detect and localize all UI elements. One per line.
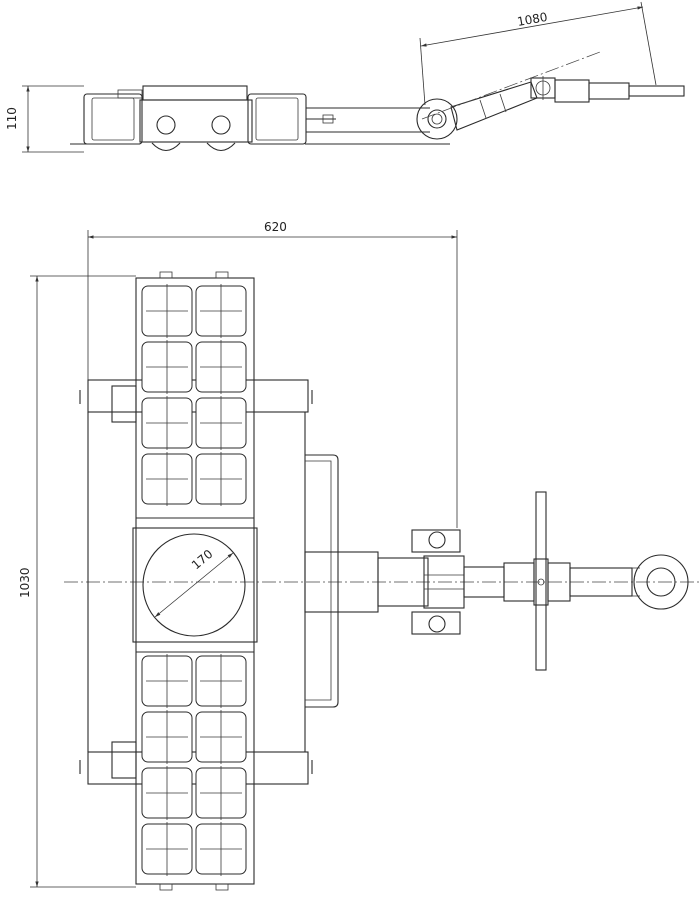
width-label: 620 [264,220,287,234]
dimension-length: 1030 [18,275,136,888]
length-label: 1030 [18,567,32,598]
roller-grid [141,284,247,876]
dimension-width: 620 [87,220,458,528]
side-view [70,51,685,152]
height-label: 110 [5,107,19,130]
plate-diameter-label: 170 [189,547,216,572]
dimension-height: 110 [5,85,84,153]
top-view: 170 [64,271,699,891]
dimension-handle-length: 1080 [419,1,657,106]
handle-length-label: 1080 [516,10,549,29]
